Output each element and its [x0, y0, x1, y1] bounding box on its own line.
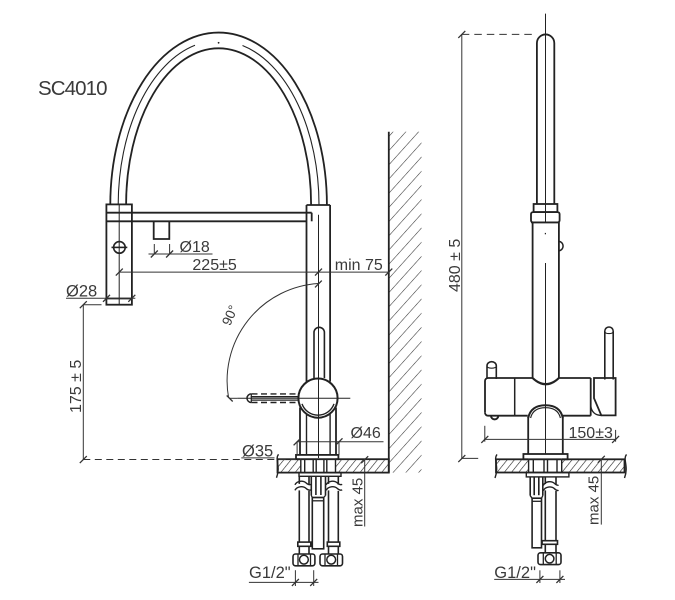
svg-text:480 ± 5: 480 ± 5 [447, 239, 464, 292]
svg-text:min 75: min 75 [335, 257, 383, 274]
svg-text:Ø35: Ø35 [242, 443, 273, 461]
svg-text:SC4010: SC4010 [38, 77, 107, 100]
svg-text:Ø46: Ø46 [351, 425, 381, 442]
svg-text:G1/2": G1/2" [249, 564, 291, 582]
svg-text:max 45: max 45 [585, 476, 602, 525]
svg-text:max 45: max 45 [349, 478, 366, 527]
svg-text:G1/2": G1/2" [494, 564, 536, 582]
svg-text:175 ± 5: 175 ± 5 [68, 360, 85, 413]
svg-text:Ø28: Ø28 [66, 282, 97, 300]
svg-text:150±3: 150±3 [569, 425, 613, 442]
svg-text:Ø18: Ø18 [180, 239, 210, 256]
svg-text:225±5: 225±5 [192, 257, 236, 274]
